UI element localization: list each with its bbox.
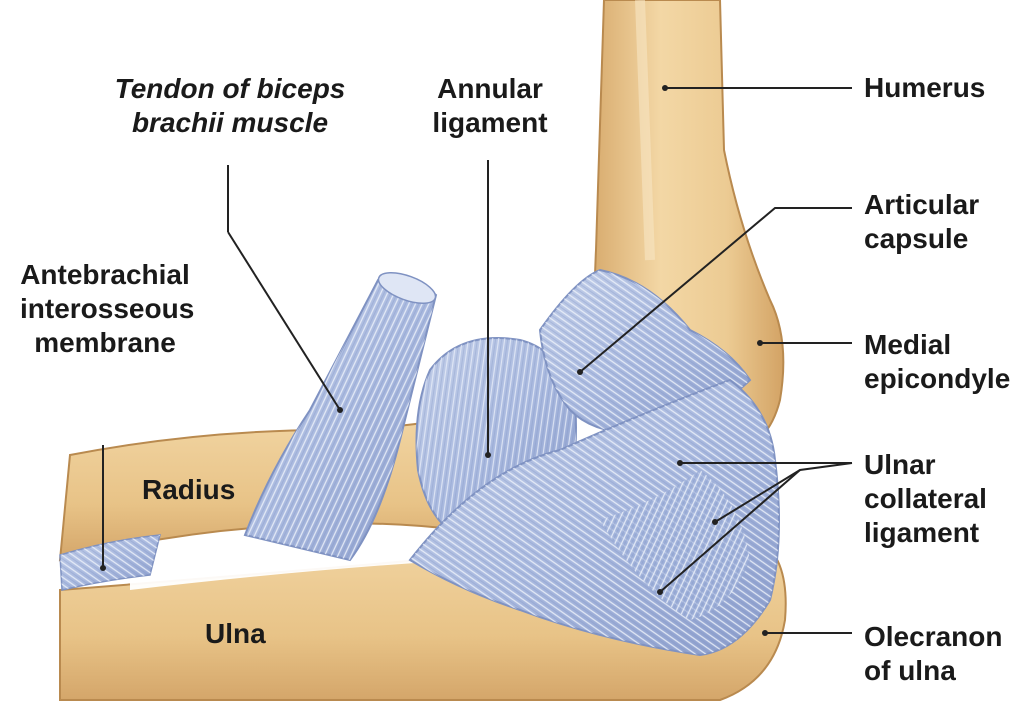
label-line: brachii muscle bbox=[100, 106, 360, 140]
label-line: collateral bbox=[864, 482, 987, 516]
label-ulnar-collateral-ligament: Ulnar collateral ligament bbox=[864, 448, 987, 550]
label-line: interosseous bbox=[20, 292, 190, 326]
label-ulna: Ulna bbox=[205, 617, 266, 651]
label-line: Tendon of biceps bbox=[100, 72, 360, 106]
label-line: Radius bbox=[142, 473, 235, 507]
label-line: epicondyle bbox=[864, 362, 1010, 396]
label-line: ligament bbox=[864, 516, 987, 550]
label-line: of ulna bbox=[864, 654, 1002, 688]
label-annular-ligament: Annular ligament bbox=[420, 72, 560, 140]
label-line: Medial bbox=[864, 328, 1010, 362]
label-line: Olecranon bbox=[864, 620, 1002, 654]
label-biceps-tendon: Tendon of biceps brachii muscle bbox=[100, 72, 360, 140]
label-humerus: Humerus bbox=[864, 71, 985, 105]
label-olecranon: Olecranon of ulna bbox=[864, 620, 1002, 688]
leader-biceps-2 bbox=[228, 232, 340, 410]
label-line: ligament bbox=[420, 106, 560, 140]
label-line: membrane bbox=[20, 326, 190, 360]
label-medial-epicondyle: Medial epicondyle bbox=[864, 328, 1010, 396]
label-line: Annular bbox=[420, 72, 560, 106]
label-line: Antebrachial bbox=[20, 258, 190, 292]
label-line: Ulna bbox=[205, 617, 266, 651]
label-line: Ulnar bbox=[864, 448, 987, 482]
label-line: capsule bbox=[864, 222, 979, 256]
label-radius: Radius bbox=[142, 473, 235, 507]
label-interosseous-membrane: Antebrachial interosseous membrane bbox=[20, 258, 190, 360]
label-articular-capsule: Articular capsule bbox=[864, 188, 979, 256]
label-line: Humerus bbox=[864, 71, 985, 105]
label-line: Articular bbox=[864, 188, 979, 222]
